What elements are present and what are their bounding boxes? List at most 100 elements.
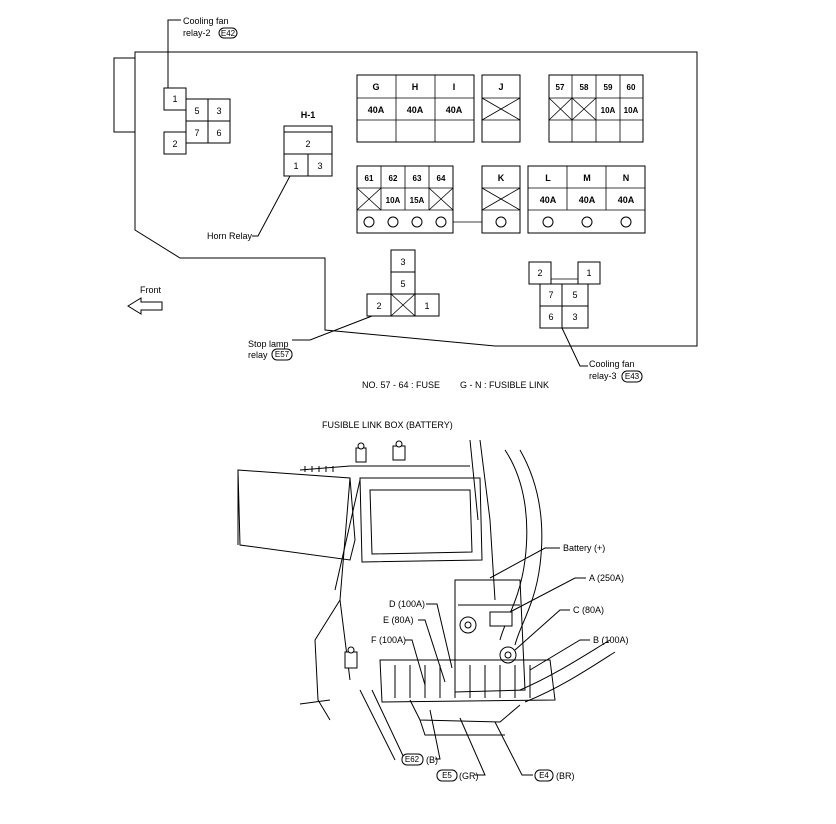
fusible-l-name: L bbox=[545, 173, 551, 183]
horn-relay-pin-2: 2 bbox=[305, 139, 310, 149]
fusible-l-rating: 40A bbox=[540, 195, 557, 205]
connector-e43-label: E43 bbox=[625, 372, 640, 381]
callout-battery: Battery (+) bbox=[563, 543, 605, 553]
relay3-pin-1: 1 bbox=[586, 268, 591, 278]
fusible-links-ghi: G H I 40A 40A 40A bbox=[356, 74, 475, 143]
fusible-m-name: M bbox=[583, 173, 591, 183]
connector-e5-id: E5 bbox=[442, 771, 452, 780]
fusible-h-name: H bbox=[412, 82, 419, 92]
fuse-59-rating: 10A bbox=[601, 106, 616, 115]
connector-e57-badge bbox=[271, 348, 293, 361]
fusible-h-rating: 40A bbox=[407, 105, 424, 115]
connector-e5-color: (GR) bbox=[459, 771, 479, 781]
connector-e42-label: E42 bbox=[221, 29, 236, 38]
relay3-line2: relay-3 bbox=[589, 371, 617, 381]
fusible-link-k: K bbox=[481, 165, 521, 234]
f-leader bbox=[405, 639, 426, 686]
horn-relay: H-1 2 1 3 Horn Relay bbox=[207, 110, 333, 241]
connector-e4-badge bbox=[534, 769, 554, 782]
battery-callouts: Battery (+) A (250A) C (80A) B (100A) D … bbox=[371, 543, 629, 686]
fuse-62-num: 62 bbox=[389, 174, 398, 183]
fusible-j-name: J bbox=[498, 82, 503, 92]
horn-relay-header: H-1 bbox=[301, 110, 316, 120]
relay2-leader bbox=[167, 19, 181, 88]
fuse-60-rating: 10A bbox=[624, 106, 639, 115]
bottom-panel: FUSIBLE LINK BOX (BATTERY) bbox=[237, 420, 629, 782]
relay2-pin-1: 1 bbox=[172, 94, 177, 104]
cooling-fan-relay-2-line1: Cooling fan bbox=[183, 16, 229, 26]
relay3-pin-6: 6 bbox=[548, 312, 553, 322]
fuse-61-num: 61 bbox=[365, 174, 374, 183]
connector-e4-color: (BR) bbox=[556, 771, 575, 781]
fusible-n-rating: 40A bbox=[618, 195, 635, 205]
connector-e43-badge bbox=[621, 370, 643, 383]
relay3-pin-3: 3 bbox=[572, 312, 577, 322]
connector-e42-badge bbox=[218, 27, 238, 39]
stop-lamp-line2: relay bbox=[248, 350, 268, 360]
stop-lamp-pin-5: 5 bbox=[400, 279, 405, 289]
fusible-link-box-title: FUSIBLE LINK BOX (BATTERY) bbox=[322, 420, 453, 430]
e-leader bbox=[418, 619, 446, 683]
fuse-block-tab bbox=[113, 57, 135, 133]
cooling-fan-relay-2-line2: relay-2 bbox=[183, 28, 211, 38]
connector-e62-badge bbox=[401, 753, 424, 766]
relay2-pin-3: 3 bbox=[216, 106, 221, 116]
horn-relay-label: Horn Relay bbox=[207, 231, 253, 241]
relay2-pin-2: 2 bbox=[172, 139, 177, 149]
b-leader bbox=[529, 639, 590, 671]
fuse-58-num: 58 bbox=[580, 83, 589, 92]
relay3-pin-5: 5 bbox=[572, 290, 577, 300]
fuse-63-rating: 15A bbox=[410, 196, 425, 205]
battery-illustration bbox=[237, 439, 616, 761]
fuse-block-outline bbox=[134, 51, 698, 347]
connector-e62-color: (B) bbox=[426, 755, 438, 765]
fusible-g-name: G bbox=[372, 82, 379, 92]
relay3-line1: Cooling fan bbox=[589, 359, 635, 369]
stop-lamp-relay: 3 5 2 1 Stop lamp relay E57 bbox=[248, 249, 440, 361]
fusible-i-name: I bbox=[453, 82, 456, 92]
c-leader bbox=[514, 609, 570, 651]
connector-e62-id: E62 bbox=[405, 755, 420, 764]
relay2-pin-7: 7 bbox=[194, 128, 199, 138]
connector-e4-id: E4 bbox=[539, 771, 549, 780]
front-label: Front bbox=[140, 285, 162, 295]
stop-lamp-line1: Stop lamp bbox=[248, 339, 289, 349]
callout-f: F (100A) bbox=[371, 635, 406, 645]
fuse-64-num: 64 bbox=[437, 174, 446, 183]
connector-e5-badge bbox=[436, 769, 458, 782]
front-arrow: Front bbox=[127, 285, 163, 315]
a-leader bbox=[509, 577, 586, 613]
fuse-57-num: 57 bbox=[556, 83, 565, 92]
callout-c: C (80A) bbox=[573, 605, 604, 615]
fusible-i-rating: 40A bbox=[446, 105, 463, 115]
relay2-pin-6: 6 bbox=[216, 128, 221, 138]
horn-relay-pin-1: 1 bbox=[293, 161, 298, 171]
e4-leader bbox=[494, 721, 533, 776]
stop-lamp-pin-3: 3 bbox=[400, 257, 405, 267]
fusible-g-rating: 40A bbox=[368, 105, 385, 115]
fusible-links-lmn: L M N 40A 40A 40A bbox=[527, 165, 646, 234]
relay3-leader bbox=[561, 327, 588, 367]
callout-a: A (250A) bbox=[589, 573, 624, 583]
d-leader bbox=[426, 603, 453, 669]
cooling-fan-relay-2: 1 5 3 7 6 2 bbox=[163, 87, 231, 155]
fusible-k-name: K bbox=[498, 173, 505, 183]
fuse-60-num: 60 bbox=[627, 83, 636, 92]
top-panel: Cooling fan relay-2 E42 1 5 3 7 6 2 H-1 bbox=[113, 16, 698, 390]
relay3-pin-2: 2 bbox=[537, 268, 542, 278]
callout-b: B (100A) bbox=[593, 635, 629, 645]
fuses-61-64: 61 62 63 64 10A 15A bbox=[356, 165, 454, 234]
fuse-59-num: 59 bbox=[604, 83, 613, 92]
cooling-fan-relay-3: 2 1 7 5 6 3 Cooling fan relay-3 E43 bbox=[528, 261, 643, 383]
fusible-m-rating: 40A bbox=[579, 195, 596, 205]
fuses-57-60: 57 58 59 60 10A 10A bbox=[548, 74, 644, 143]
e5-leader bbox=[459, 717, 486, 776]
connector-e57-label: E57 bbox=[275, 350, 290, 359]
fuse-62-rating: 10A bbox=[386, 196, 401, 205]
callout-e: E (80A) bbox=[383, 615, 414, 625]
relay2-pin-5: 5 bbox=[194, 106, 199, 116]
stop-lamp-pin-1: 1 bbox=[424, 301, 429, 311]
e62-leader bbox=[429, 709, 441, 760]
callout-d: D (100A) bbox=[389, 599, 425, 609]
